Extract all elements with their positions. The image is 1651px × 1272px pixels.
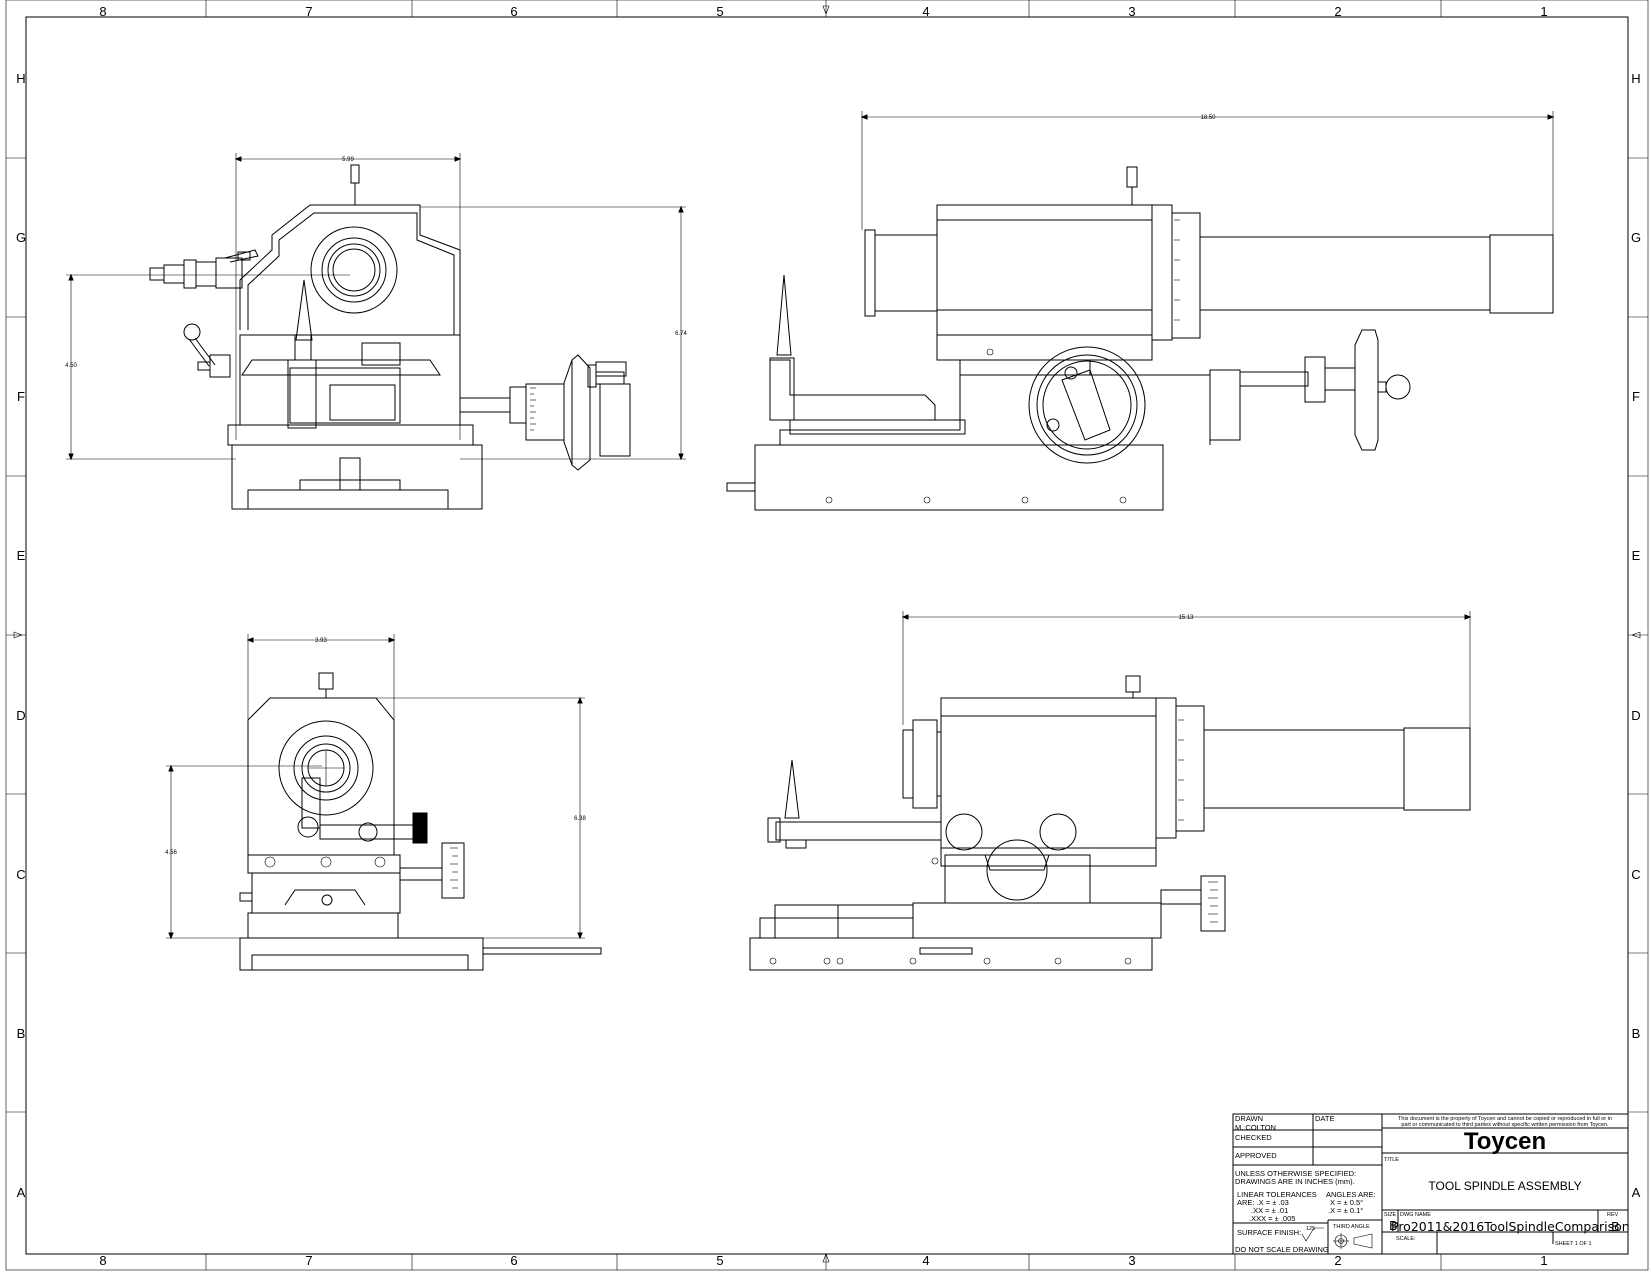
linear-tolerance-3: .XXX = ± .005 (1249, 1214, 1295, 1223)
zone-col-bottom-2: 2 (1334, 1253, 1341, 1268)
zone-col-top-2: 2 (1334, 4, 1341, 19)
zone-row-left-d: D (16, 708, 25, 723)
zone-col-bottom-8: 8 (99, 1253, 106, 1268)
zone-col-bottom-5: 5 (716, 1253, 723, 1268)
side-top-dimensions (860, 111, 1555, 240)
sheet-number: SHEET 1 OF 1 (1555, 1241, 1592, 1247)
zone-row-right-e: E (1632, 548, 1641, 563)
side-top-geometry (726, 166, 1554, 511)
surface-finish-symbol-icon (1301, 1227, 1324, 1242)
title-block: DRAWN M. COLTON DATE CHECKED APPROVED Th… (1232, 1113, 1630, 1255)
zone-ticks (6, 0, 1648, 1270)
zone-col-top-8: 8 (99, 4, 106, 19)
angles-1: X = ± 0.5° (1330, 1198, 1363, 1207)
outer-frame (5, 0, 1649, 1271)
zone-row-left-c: C (16, 867, 25, 882)
drawing-title: TOOL SPINDLE ASSEMBLY (1428, 1179, 1581, 1193)
side-bottom-geometry (749, 675, 1471, 971)
zone-col-bottom-7: 7 (305, 1253, 312, 1268)
scale-label: SCALE: (1396, 1236, 1416, 1242)
zone-row-left-e: E (17, 548, 26, 563)
zone-row-right-f: F (1632, 389, 1640, 404)
third-angle-label: THIRD ANGLE (1333, 1224, 1370, 1230)
side-view-top: 18.50 (726, 111, 1555, 511)
zone-row-right-d: D (1631, 708, 1640, 723)
angles-2: .X = ± 0.1° (1328, 1206, 1363, 1215)
dim-side-top-length: 18.50 (1200, 115, 1216, 121)
drawn-label: DRAWN (1235, 1114, 1263, 1123)
front-geometry (149, 164, 631, 510)
zone-row-left-a: A (17, 1185, 26, 1200)
zone-col-top-6: 6 (510, 4, 517, 19)
dwg-name: Pro2011&2016ToolSpindleComparison (1391, 1219, 1630, 1234)
zone-row-right-g: G (1631, 230, 1641, 245)
dim-front-height: 6.74 (675, 331, 687, 337)
size-label: SIZE (1384, 1212, 1397, 1218)
title-label: TITLE (1384, 1157, 1399, 1163)
drawn-by: M. COLTON (1235, 1123, 1276, 1132)
dim-front-width: 5.99 (342, 157, 354, 163)
side-bottom-dimensions (901, 611, 1472, 735)
zone-row-right-h: H (1631, 71, 1640, 86)
linear-tolerance-label: LINEAR TOLERANCES (1237, 1190, 1317, 1199)
zone-col-bottom-1: 1 (1540, 1253, 1547, 1268)
dwg-name-label: DWG NAME (1400, 1212, 1431, 1218)
zone-row-right-b: B (1632, 1026, 1641, 1041)
rev-label: REV (1607, 1212, 1619, 1218)
ownership-notice-2: part or communicated to third parties wi… (1401, 1122, 1609, 1128)
front-view: 5.99 6.74 4.50 (65, 153, 687, 510)
zone-labels: 8 7 6 5 4 3 2 1 8 7 6 5 4 3 2 1 H G F E … (16, 4, 1641, 1268)
dim-end-width: 3.93 (315, 638, 327, 644)
zone-col-top-7: 7 (305, 4, 312, 19)
title-block-grid (1232, 1113, 1629, 1255)
front-dimensions (66, 153, 686, 461)
do-not-scale: DO NOT SCALE DRAWING (1235, 1245, 1329, 1254)
angles-label: ANGLES ARE: (1326, 1190, 1376, 1199)
centering-marks (6, 0, 1648, 1270)
dim-end-height: 6.38 (574, 816, 586, 822)
date-label: DATE (1315, 1114, 1334, 1123)
zone-col-bottom-6: 6 (510, 1253, 517, 1268)
zone-row-left-g: G (16, 230, 26, 245)
company-name: Toycen (1464, 1128, 1546, 1155)
end-dimensions (166, 634, 585, 940)
spec-line-1: UNLESS OTHERWISE SPECIFIED: (1235, 1169, 1356, 1178)
side-view-bottom: 15.13 (749, 611, 1472, 971)
zone-col-top-3: 3 (1128, 4, 1135, 19)
inner-frame (25, 16, 1629, 1255)
end-view: 3.93 6.38 4.56 (165, 634, 602, 971)
third-angle-projection-icon (1333, 1233, 1373, 1249)
zone-col-top-5: 5 (716, 4, 723, 19)
zone-row-left-f: F (17, 389, 25, 404)
surface-finish-value: 125 (1306, 1226, 1315, 1232)
end-geometry (239, 672, 602, 971)
linear-tolerance-2: .XX = ± .01 (1251, 1206, 1288, 1215)
zone-col-top-1: 1 (1540, 4, 1547, 19)
zone-col-bottom-4: 4 (922, 1253, 929, 1268)
checked-label: CHECKED (1235, 1133, 1272, 1142)
zone-col-bottom-3: 3 (1128, 1253, 1135, 1268)
dim-side-bottom-length: 15.13 (1178, 615, 1194, 621)
zone-row-right-a: A (1632, 1185, 1641, 1200)
approved-label: APPROVED (1235, 1151, 1277, 1160)
zone-row-left-b: B (17, 1026, 26, 1041)
dim-end-center: 4.56 (165, 850, 177, 856)
dim-front-center: 4.50 (65, 363, 77, 369)
zone-col-top-4: 4 (922, 4, 929, 19)
linear-tolerance-1: ARE: .X = ± .03 (1237, 1198, 1289, 1207)
zone-row-right-c: C (1631, 867, 1640, 882)
spec-line-2: DRAWINGS ARE IN INCHES (mm). (1235, 1177, 1355, 1186)
surface-finish-label: SURFACE FINISH: (1237, 1228, 1301, 1237)
zone-row-left-h: H (16, 71, 25, 86)
rev-value: B (1611, 1219, 1620, 1234)
ownership-notice-1: This document is the property of Toycen … (1398, 1116, 1612, 1122)
size-value: B (1389, 1218, 1398, 1233)
